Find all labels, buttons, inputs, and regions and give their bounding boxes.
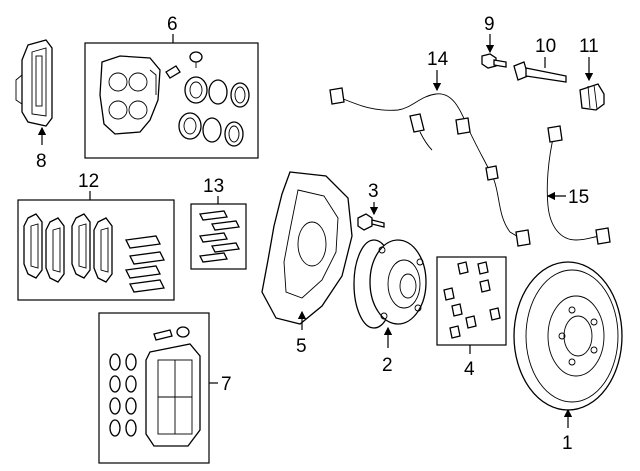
piston-seals-6 bbox=[178, 76, 250, 147]
brake-pad-8 bbox=[15, 39, 53, 127]
brake-rotor-1 bbox=[513, 261, 623, 411]
bolt-9 bbox=[481, 53, 507, 69]
hub-assembly-2 bbox=[353, 239, 427, 329]
pad-clips-12 bbox=[125, 235, 165, 293]
caliper-6 bbox=[99, 55, 161, 135]
boot-11 bbox=[579, 83, 605, 111]
callout-12: 12 bbox=[78, 171, 99, 192]
wear-sensor-15 bbox=[546, 125, 611, 245]
callout-11: 11 bbox=[579, 36, 599, 57]
callout-6: 6 bbox=[167, 14, 178, 35]
callout-15: 15 bbox=[568, 187, 589, 208]
caliper-assembly-7 bbox=[145, 326, 201, 447]
dust-shield-5 bbox=[261, 171, 353, 325]
callout-2: 2 bbox=[382, 355, 393, 376]
pad-set-frame bbox=[17, 199, 175, 301]
guide-pin-10 bbox=[513, 61, 567, 83]
caliper-seals-7 bbox=[109, 353, 137, 437]
callout-9: 9 bbox=[484, 14, 495, 35]
pad-set-12 bbox=[23, 213, 113, 283]
lug-bolts-frame bbox=[436, 256, 507, 346]
abs-harness-14 bbox=[329, 87, 531, 247]
clip-kit-13 bbox=[199, 210, 240, 263]
caliper-assembly-frame bbox=[98, 312, 210, 464]
clip-kit-frame bbox=[190, 203, 247, 270]
caliper-kit-frame bbox=[84, 42, 259, 159]
callout-8: 8 bbox=[36, 151, 47, 172]
callout-13: 13 bbox=[203, 176, 224, 197]
callout-14: 14 bbox=[427, 49, 449, 70]
bolt-3 bbox=[357, 213, 385, 231]
callout-1: 1 bbox=[562, 433, 573, 454]
callout-7: 7 bbox=[221, 374, 232, 395]
callout-10: 10 bbox=[535, 36, 556, 57]
callout-4: 4 bbox=[464, 359, 475, 380]
bleeder-screw-6 bbox=[165, 51, 203, 79]
callout-5: 5 bbox=[296, 336, 307, 357]
lug-bolts-4 bbox=[443, 261, 501, 339]
callout-3: 3 bbox=[368, 181, 379, 202]
